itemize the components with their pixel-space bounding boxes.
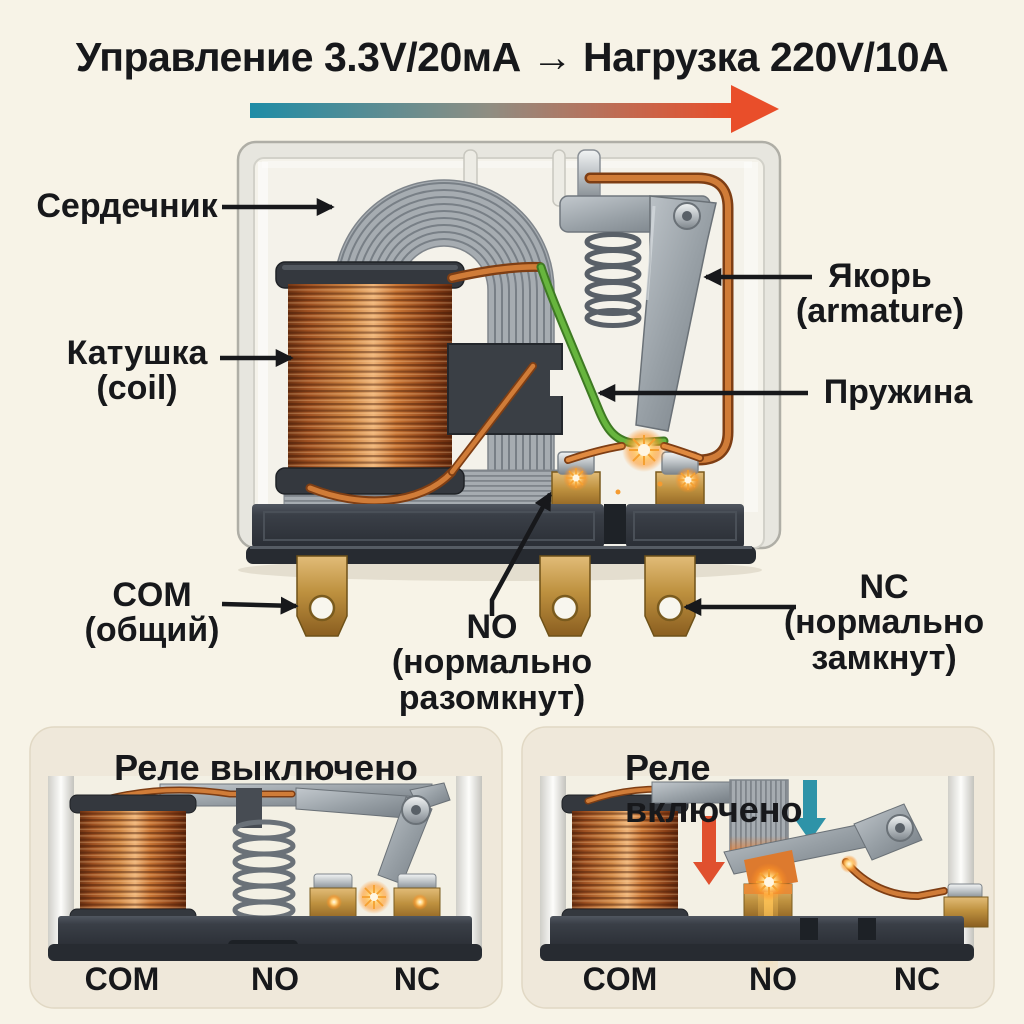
post-spark-left	[563, 465, 589, 491]
on-nc-finger	[840, 855, 948, 901]
off-base	[48, 916, 482, 961]
page-title: Управление 3.3V/20мА → Нагрузка 220V/10A	[75, 34, 949, 80]
post-spark-right	[675, 467, 701, 493]
off-spring	[232, 819, 296, 921]
off-armature	[295, 782, 451, 885]
on-coil	[561, 794, 689, 928]
relay-base	[246, 504, 756, 564]
panel-on-terminal-nc: NC	[893, 961, 941, 997]
down-arrow-teal	[794, 780, 826, 841]
armature-lever	[635, 195, 717, 432]
nc-wire-loop	[584, 172, 734, 466]
contact-spark-main	[615, 428, 666, 511]
leader-arrows	[220, 198, 812, 616]
label-com: COM (общий)	[84, 576, 220, 650]
panel-on-terminal-no: NO	[749, 961, 797, 997]
off-coil	[69, 794, 197, 928]
leader-arrow-no	[489, 491, 552, 616]
label-core: Сердечник	[36, 187, 218, 225]
pin-no	[539, 555, 591, 637]
panel-on-title: Реле включено	[625, 747, 803, 830]
coil-wire-lower	[305, 467, 457, 506]
leaf-spring	[536, 262, 669, 448]
panel-off-terminal-nc: NC	[393, 961, 441, 997]
label-armature: Якорь (armature)	[795, 257, 965, 331]
base-shadow	[238, 559, 762, 581]
label-spring: Пружина	[823, 373, 973, 411]
panel-off-terminal-com: COM	[84, 961, 160, 997]
flow-gradient-arrow	[250, 85, 779, 133]
pin-com	[296, 555, 348, 637]
coil-wire-upper	[447, 261, 545, 283]
coil-graphic	[275, 261, 465, 495]
frame-block	[447, 343, 564, 476]
helical-spring	[584, 232, 642, 328]
pin-nc	[644, 555, 696, 637]
panel-off-title: Реле выключено	[114, 747, 418, 788]
label-coil: Катушка (coil)	[66, 334, 208, 408]
panel-off	[29, 726, 503, 1009]
label-no: NO (нормально разомкнут)	[391, 608, 593, 717]
main-relay	[220, 140, 812, 637]
panel-on-terminal-com: COM	[582, 961, 658, 997]
label-nc: NC (нормально замкнут)	[783, 568, 985, 677]
case-rib	[552, 149, 566, 207]
on-base	[540, 916, 974, 961]
panel-off-terminal-no: NO	[251, 961, 299, 997]
leader-arrow-com	[221, 596, 299, 615]
off-spark	[326, 880, 428, 914]
down-arrow-red	[693, 816, 725, 885]
panel-on	[521, 726, 995, 1009]
